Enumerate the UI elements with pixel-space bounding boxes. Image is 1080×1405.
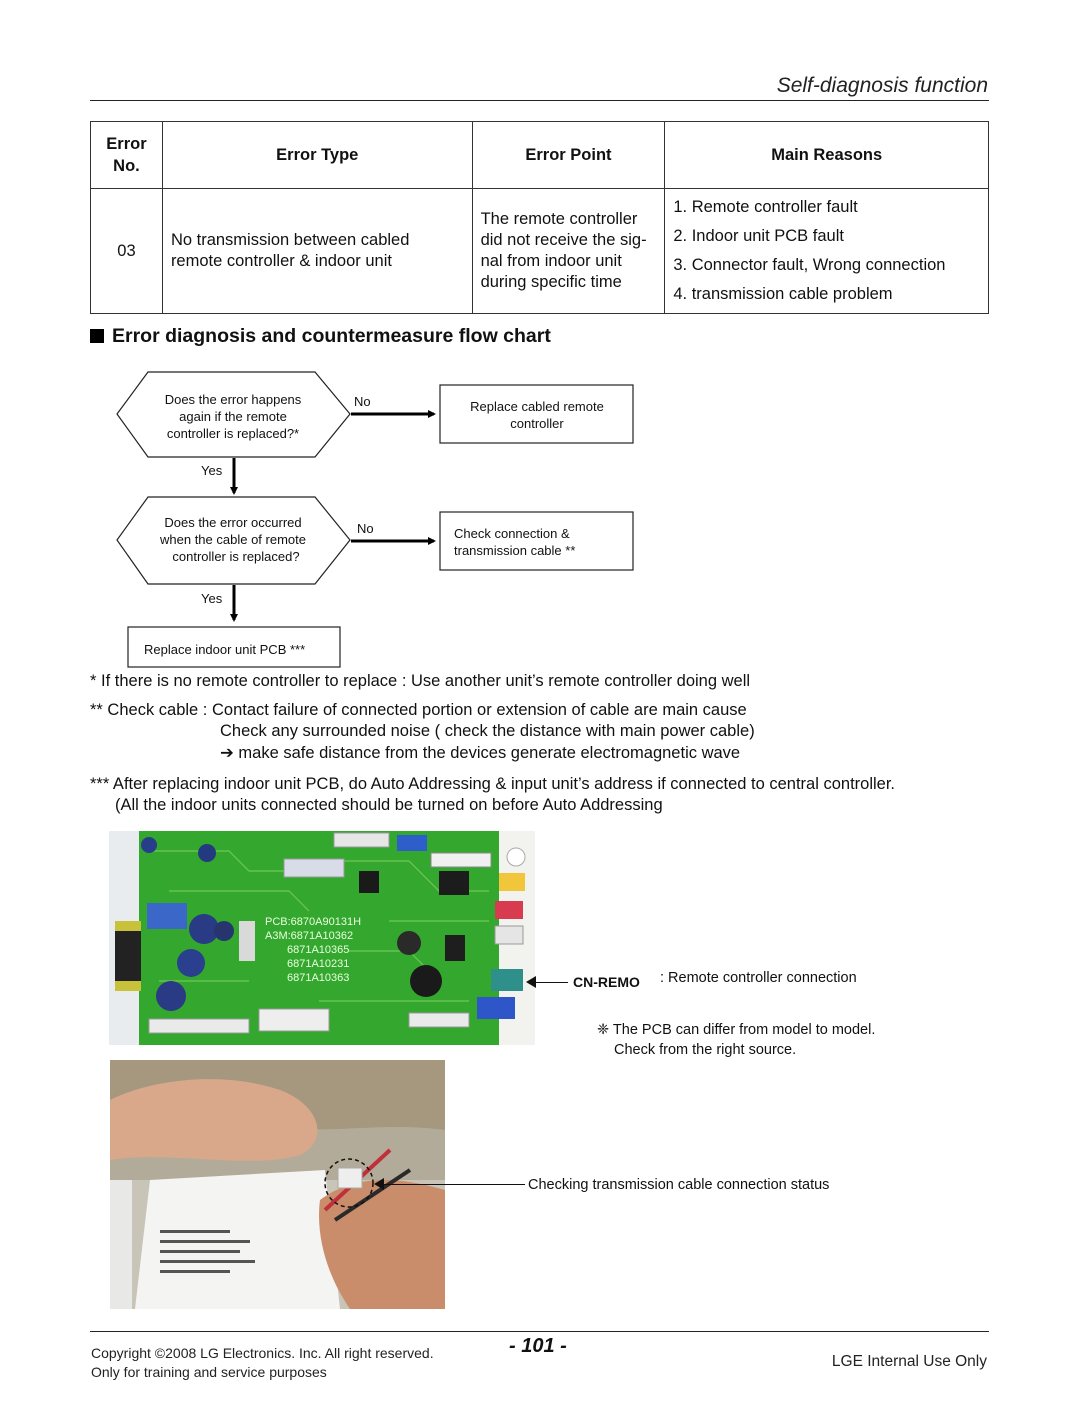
pcb-label: 6871A10365 bbox=[287, 944, 349, 956]
cable-callout-line bbox=[382, 1184, 525, 1185]
decision-1-line: controller is replaced?* bbox=[167, 426, 299, 441]
footer-purpose: Only for training and service purposes bbox=[91, 1364, 327, 1380]
pcb-photo: PCB:6870A90131H A3M:6871A10362 6871A1036… bbox=[109, 831, 535, 1045]
action-1-box bbox=[439, 384, 634, 444]
header-divider bbox=[90, 100, 989, 101]
table-header-row: Error No. Error Type Error Point Main Re… bbox=[90, 121, 989, 189]
reason-item: 2. Indoor unit PCB fault bbox=[673, 227, 844, 245]
decision-2-line: controller is replaced? bbox=[172, 549, 299, 564]
cn-remo-description: : Remote controller connection bbox=[660, 970, 857, 986]
decision-1-line: again if the remote bbox=[179, 409, 287, 424]
cn-remo-label: CN-REMO bbox=[573, 974, 640, 990]
cn-remo-arrowhead-icon bbox=[526, 976, 536, 988]
reason-item: 3. Connector fault, Wrong connection bbox=[673, 256, 946, 274]
cell-error-type: No transmission between cabled remote co… bbox=[161, 188, 473, 314]
pcb-note-line-2: Check from the right source. bbox=[614, 1042, 797, 1058]
note-3-line-2: (All the indoor units connected should b… bbox=[115, 796, 663, 814]
action-1-line: Replace cabled remote bbox=[470, 399, 604, 414]
footer-internal-use: LGE Internal Use Only bbox=[831, 1353, 987, 1370]
note-3-line-1: *** After replacing indoor unit PCB, do … bbox=[90, 775, 896, 793]
no-label-1: No bbox=[354, 394, 371, 409]
decision-2-shape bbox=[116, 496, 351, 585]
footer-copyright: Copyright ©2008 LG Electronics. Inc. All… bbox=[91, 1345, 434, 1361]
cable-callout-text: Checking transmission cable connection s… bbox=[528, 1177, 830, 1193]
note-2-line-1: ** Check cable : Contact failure of conn… bbox=[90, 701, 747, 719]
pcb-note-line-1: ❈ The PCB can differ from model to model… bbox=[597, 1022, 876, 1038]
pcb-label: 6871A10363 bbox=[287, 972, 349, 984]
flowchart: Does the error happens again if the remo… bbox=[116, 371, 634, 668]
yes-label-2: Yes bbox=[201, 591, 223, 606]
decision-2-line: when the cable of remote bbox=[159, 532, 306, 547]
pcb-label: 6871A10231 bbox=[287, 958, 349, 970]
reason-item: 1. Remote controller fault bbox=[673, 198, 858, 216]
col-header-error-point: Error Point bbox=[471, 121, 666, 189]
page-header-title: Self-diagnosis function bbox=[776, 74, 988, 97]
cable-arrowhead-icon bbox=[374, 1178, 384, 1190]
yes-label-1: Yes bbox=[201, 463, 223, 478]
col-header-main-reasons: Main Reasons bbox=[664, 121, 989, 189]
note-2-line-2: Check any surrounded noise ( check the d… bbox=[220, 722, 755, 740]
pcb-label: PCB:6870A90131H bbox=[265, 916, 361, 928]
action-2-box bbox=[439, 511, 634, 571]
col-header-error-no: Error No. bbox=[90, 121, 163, 189]
action-2-line: transmission cable ** bbox=[454, 543, 575, 558]
cell-error-no: 03 bbox=[90, 188, 163, 314]
action-3-text: Replace indoor unit PCB *** bbox=[144, 642, 305, 657]
no-label-2: No bbox=[357, 521, 374, 536]
page-number: - 101 - bbox=[509, 1335, 567, 1357]
note-1: * If there is no remote controller to re… bbox=[90, 672, 751, 690]
section-title: Error diagnosis and countermeasure flow … bbox=[90, 325, 551, 348]
reason-item: 4. transmission cable problem bbox=[673, 285, 893, 303]
decision-2-line: Does the error occurred bbox=[164, 515, 301, 530]
footer-divider bbox=[90, 1331, 989, 1332]
table-row: 03 No transmission between cabled remote… bbox=[90, 188, 989, 314]
cell-error-point: The remote controller did not receive th… bbox=[471, 188, 666, 314]
cn-remo-callout-line bbox=[534, 982, 568, 983]
section-title-text: Error diagnosis and countermeasure flow … bbox=[112, 325, 551, 347]
error-table: Error No. Error Type Error Point Main Re… bbox=[90, 121, 989, 314]
action-1-line: controller bbox=[510, 416, 564, 431]
action-3-box bbox=[127, 626, 341, 668]
note-2-line-3: ➔ make safe distance from the devices ge… bbox=[220, 744, 741, 762]
cell-main-reasons: 1. Remote controller fault 2. Indoor uni… bbox=[664, 188, 989, 314]
decision-1-shape bbox=[116, 371, 351, 458]
action-2-line: Check connection & bbox=[454, 526, 570, 541]
col-header-error-type: Error Type bbox=[161, 121, 473, 189]
bullet-square-icon bbox=[90, 329, 104, 343]
pcb-illustration: PCB:6870A90131H A3M:6871A10362 6871A1036… bbox=[109, 831, 535, 1045]
pcb-label: A3M:6871A10362 bbox=[265, 930, 353, 942]
decision-1-line: Does the error happens bbox=[165, 392, 302, 407]
